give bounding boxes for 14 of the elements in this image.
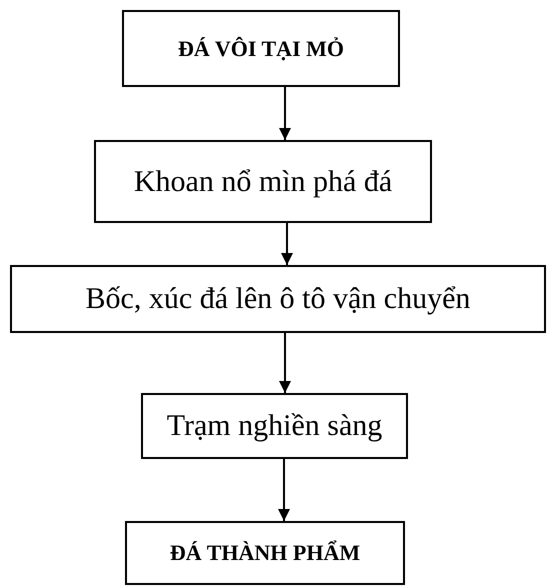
heading-text: ĐÁ THÀNH PHẨM xyxy=(170,540,360,566)
process-box xyxy=(141,393,408,459)
process-box xyxy=(125,521,405,585)
arrow xyxy=(278,459,290,521)
step-text: Khoan nổ mìn phá đá xyxy=(134,164,392,198)
step-text: Bốc, xúc đá lên ô tô vận chuyển xyxy=(86,282,470,316)
arrow xyxy=(279,333,291,393)
arrow xyxy=(281,223,293,265)
heading-text: ĐÁ VÔI TẠI MỎ xyxy=(178,36,344,62)
process-box xyxy=(94,140,432,223)
process-box xyxy=(122,10,400,87)
arrow xyxy=(279,87,291,140)
step-text: Trạm nghiền sàng xyxy=(166,409,382,443)
process-box xyxy=(10,265,546,333)
